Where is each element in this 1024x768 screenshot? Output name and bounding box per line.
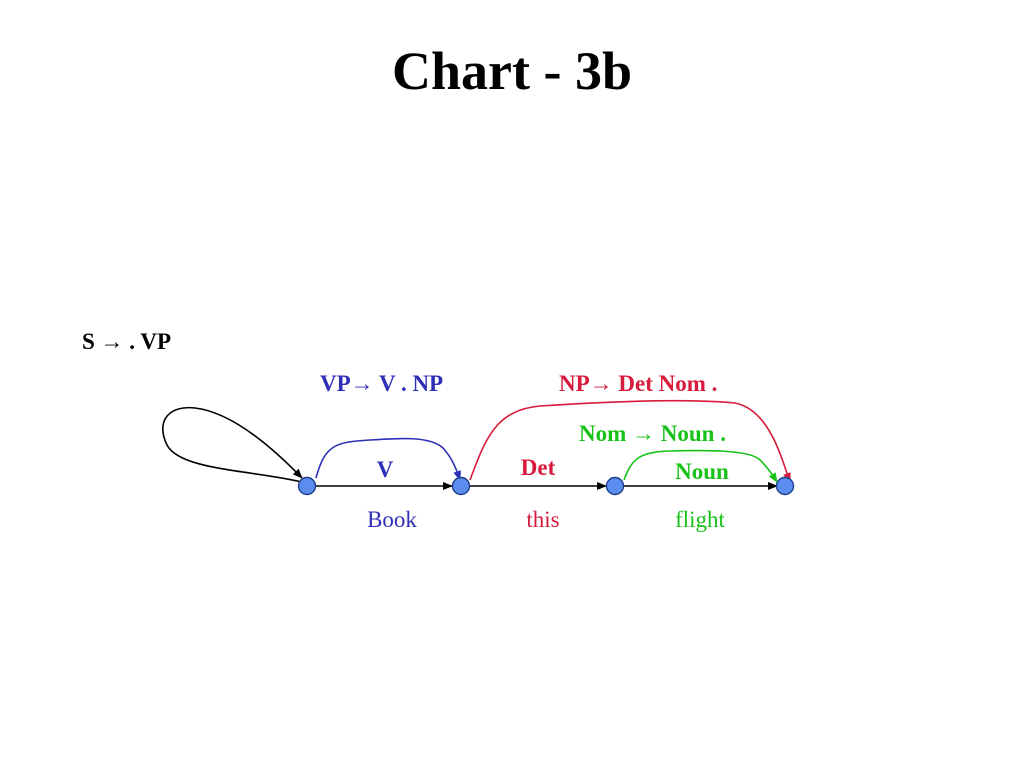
v-edge-label: V: [377, 457, 394, 482]
slide-title: Chart - 3b: [392, 41, 632, 101]
chart-node-3: [775, 476, 795, 496]
chart-node-0: [297, 476, 317, 496]
vp-arc: [315, 437, 461, 481]
self-loop-edge: [162, 406, 303, 483]
word-flight: flight: [675, 507, 725, 532]
np-arc: [469, 399, 791, 483]
start-state-label: S → . VP: [82, 329, 171, 354]
chart-node-2: [605, 476, 625, 496]
nom-arc: [623, 449, 778, 483]
np-edge-label: NP→ Det Nom .: [559, 371, 717, 396]
word-this: this: [526, 507, 559, 532]
det-edge-label: Det: [521, 455, 556, 480]
vp-edge-label: VP→ V . NP: [320, 371, 443, 396]
word-book: Book: [367, 507, 417, 532]
noun-edge-label: Noun: [675, 459, 729, 484]
chart-node-1: [451, 476, 471, 496]
nom-edge-label: Nom → Noun .: [579, 421, 726, 446]
